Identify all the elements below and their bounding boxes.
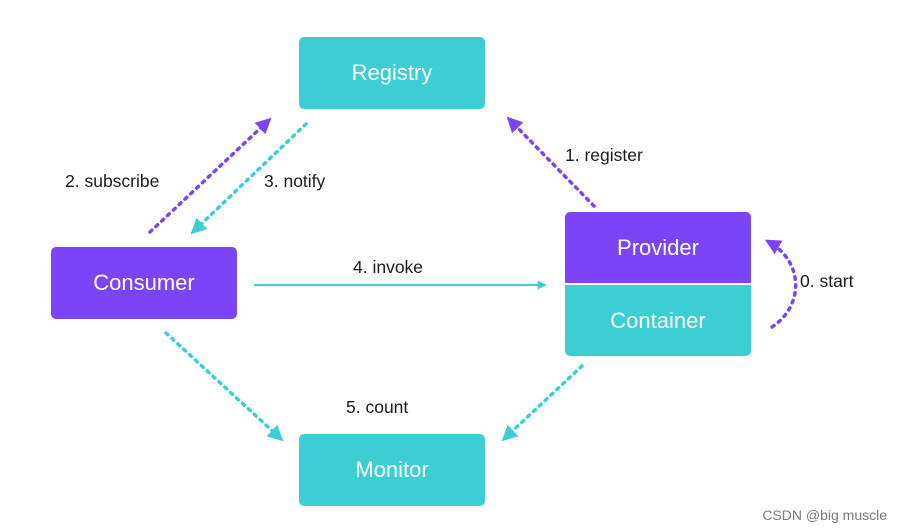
start-arrow [764, 239, 798, 329]
edge-label-subscribe: 2. subscribe [65, 171, 160, 191]
edge-label-register: 1. register [565, 145, 643, 165]
notify-arrow [190, 122, 308, 235]
edge-label-notify: 3. notify [264, 171, 326, 191]
monitor-node: Monitor [299, 434, 485, 506]
count-arrow-from-container [501, 364, 584, 442]
registry-node: Registry [299, 37, 485, 109]
consumer-node: Consumer [51, 247, 237, 319]
watermark-text: CSDN @big muscle [762, 507, 887, 523]
edge-label-count: 5. count [346, 397, 409, 417]
subscribe-arrow [148, 117, 272, 234]
count-arrow-from-consumer [164, 331, 284, 442]
register-arrow [506, 116, 596, 208]
container-node: Container [565, 285, 751, 356]
edge-label-invoke: 4. invoke [353, 257, 424, 277]
edge-label-start: 0. start [800, 271, 854, 291]
provider-node: Provider [565, 212, 751, 283]
